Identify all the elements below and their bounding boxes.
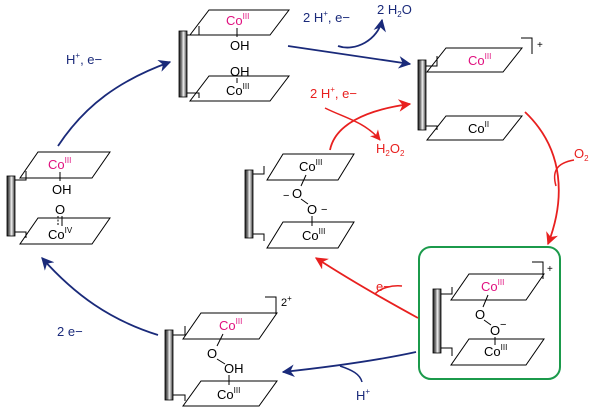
metal-label: CoIII [217, 386, 240, 402]
linker [173, 326, 186, 336]
bond [216, 333, 224, 347]
charge-label: + [537, 40, 543, 51]
linker [426, 125, 438, 130]
arrow [329, 99, 412, 151]
arrow [314, 257, 419, 319]
species-bottom-right: CoIII O O − CoIII + [432, 261, 553, 366]
linker [187, 92, 200, 98]
step-labels: H+, e− 2 H+, e− 2 H2O 2 H+, e− H2O2 O2 e… [57, 2, 589, 403]
bond [300, 198, 309, 205]
pillar [164, 329, 174, 401]
blue-pathway [41, 18, 417, 383]
porphyrin-plane-lower [182, 380, 278, 407]
linker [253, 233, 265, 241]
metal-label: CoIV [48, 226, 73, 242]
metal-label: CoIII [226, 82, 249, 98]
red-pathway [314, 99, 575, 319]
pillar [178, 30, 188, 98]
oxygen-label: O [292, 186, 302, 201]
linker [15, 171, 27, 181]
charge-bracket [265, 296, 277, 314]
pillar [417, 59, 427, 131]
porphyrin-plane-upper [266, 153, 355, 181]
metal-label: CoII [468, 120, 489, 136]
bond [483, 319, 492, 326]
species-bottom-center: CoIII O OH CoIII 2+ [164, 294, 292, 407]
porphyrin-plane-upper [19, 151, 111, 179]
label-h-plus: H+ [356, 387, 370, 403]
oxygen-label: O [307, 202, 317, 217]
highlight-box [418, 246, 561, 380]
label-red-2h-plus-e: 2 H+, e− [310, 85, 357, 101]
pillar [6, 175, 16, 237]
linker [173, 394, 186, 401]
porphyrin-plane-lower [266, 221, 355, 249]
metal-label: CoIII [219, 317, 242, 333]
label-o2: O2 [574, 146, 589, 163]
charge-label: − [321, 204, 327, 216]
charge-label: + [547, 264, 553, 275]
ligand-label: OH [230, 38, 250, 53]
species-top: CoIII OH OH CoIII [178, 9, 291, 102]
arrow [553, 159, 575, 187]
bond [300, 174, 307, 187]
arrow [337, 18, 386, 49]
arrow [324, 107, 381, 141]
arrow [339, 365, 363, 383]
metal-label: CoIII [484, 343, 507, 359]
porphyrin-plane-upper [450, 273, 545, 301]
pillar [244, 169, 254, 239]
oxygen-label: O [490, 323, 500, 338]
ligand-label: OH [230, 64, 250, 79]
porphyrin-plane-upper [182, 312, 278, 340]
linker [441, 347, 453, 356]
label-2h-plus-e: 2 H+, e− [303, 9, 350, 25]
pillar [432, 288, 442, 354]
porphyrin-plane-upper [188, 9, 291, 36]
species-center: CoIII − O O − CoIII [244, 153, 355, 249]
metal-label: CoIII [302, 227, 325, 243]
porphyrin-plane-lower [19, 217, 111, 245]
oxygen-label: OH [224, 361, 244, 376]
label-2e: 2 e− [57, 324, 83, 339]
arrow [281, 351, 417, 378]
species-left: CoIII OH O CoIV [6, 151, 111, 245]
bond [216, 358, 226, 365]
label-h-plus-e: H+, e− [66, 51, 102, 67]
oxygen-label: O [475, 307, 485, 322]
oxygen-label: O [207, 346, 217, 361]
arrow [374, 285, 403, 295]
label-e-minus: e− [376, 279, 391, 294]
metal-label: CoIII [481, 278, 504, 294]
charge-label: − [500, 319, 506, 331]
porphyrin-plane-lower [425, 115, 524, 141]
charge-bracket [521, 37, 533, 54]
linker [441, 287, 453, 295]
oxo-label: O [55, 202, 65, 217]
metal-label: CoIII [48, 156, 71, 172]
metal-label: CoIII [299, 158, 322, 174]
linker [253, 166, 265, 175]
porphyrin-plane-upper [425, 47, 524, 73]
arrow [41, 257, 159, 336]
ligand-label: OH [52, 182, 72, 197]
charge-label: − [283, 190, 289, 202]
arrow [57, 59, 172, 147]
arrow [524, 111, 560, 246]
porphyrin-plane-lower [450, 338, 545, 366]
metal-label: CoIII [468, 52, 491, 68]
species-top-right: CoIII CoII + [417, 37, 543, 141]
porphyrin-plane-lower [188, 75, 291, 102]
metal-label: CoIII [226, 12, 249, 28]
label-2h2o: 2 H2O [377, 2, 412, 19]
charge-bracket [532, 261, 544, 279]
arrow [287, 45, 412, 69]
charge-label: 2+ [281, 294, 292, 309]
label-h2o2: H2O2 [376, 141, 405, 158]
bond [482, 294, 489, 308]
